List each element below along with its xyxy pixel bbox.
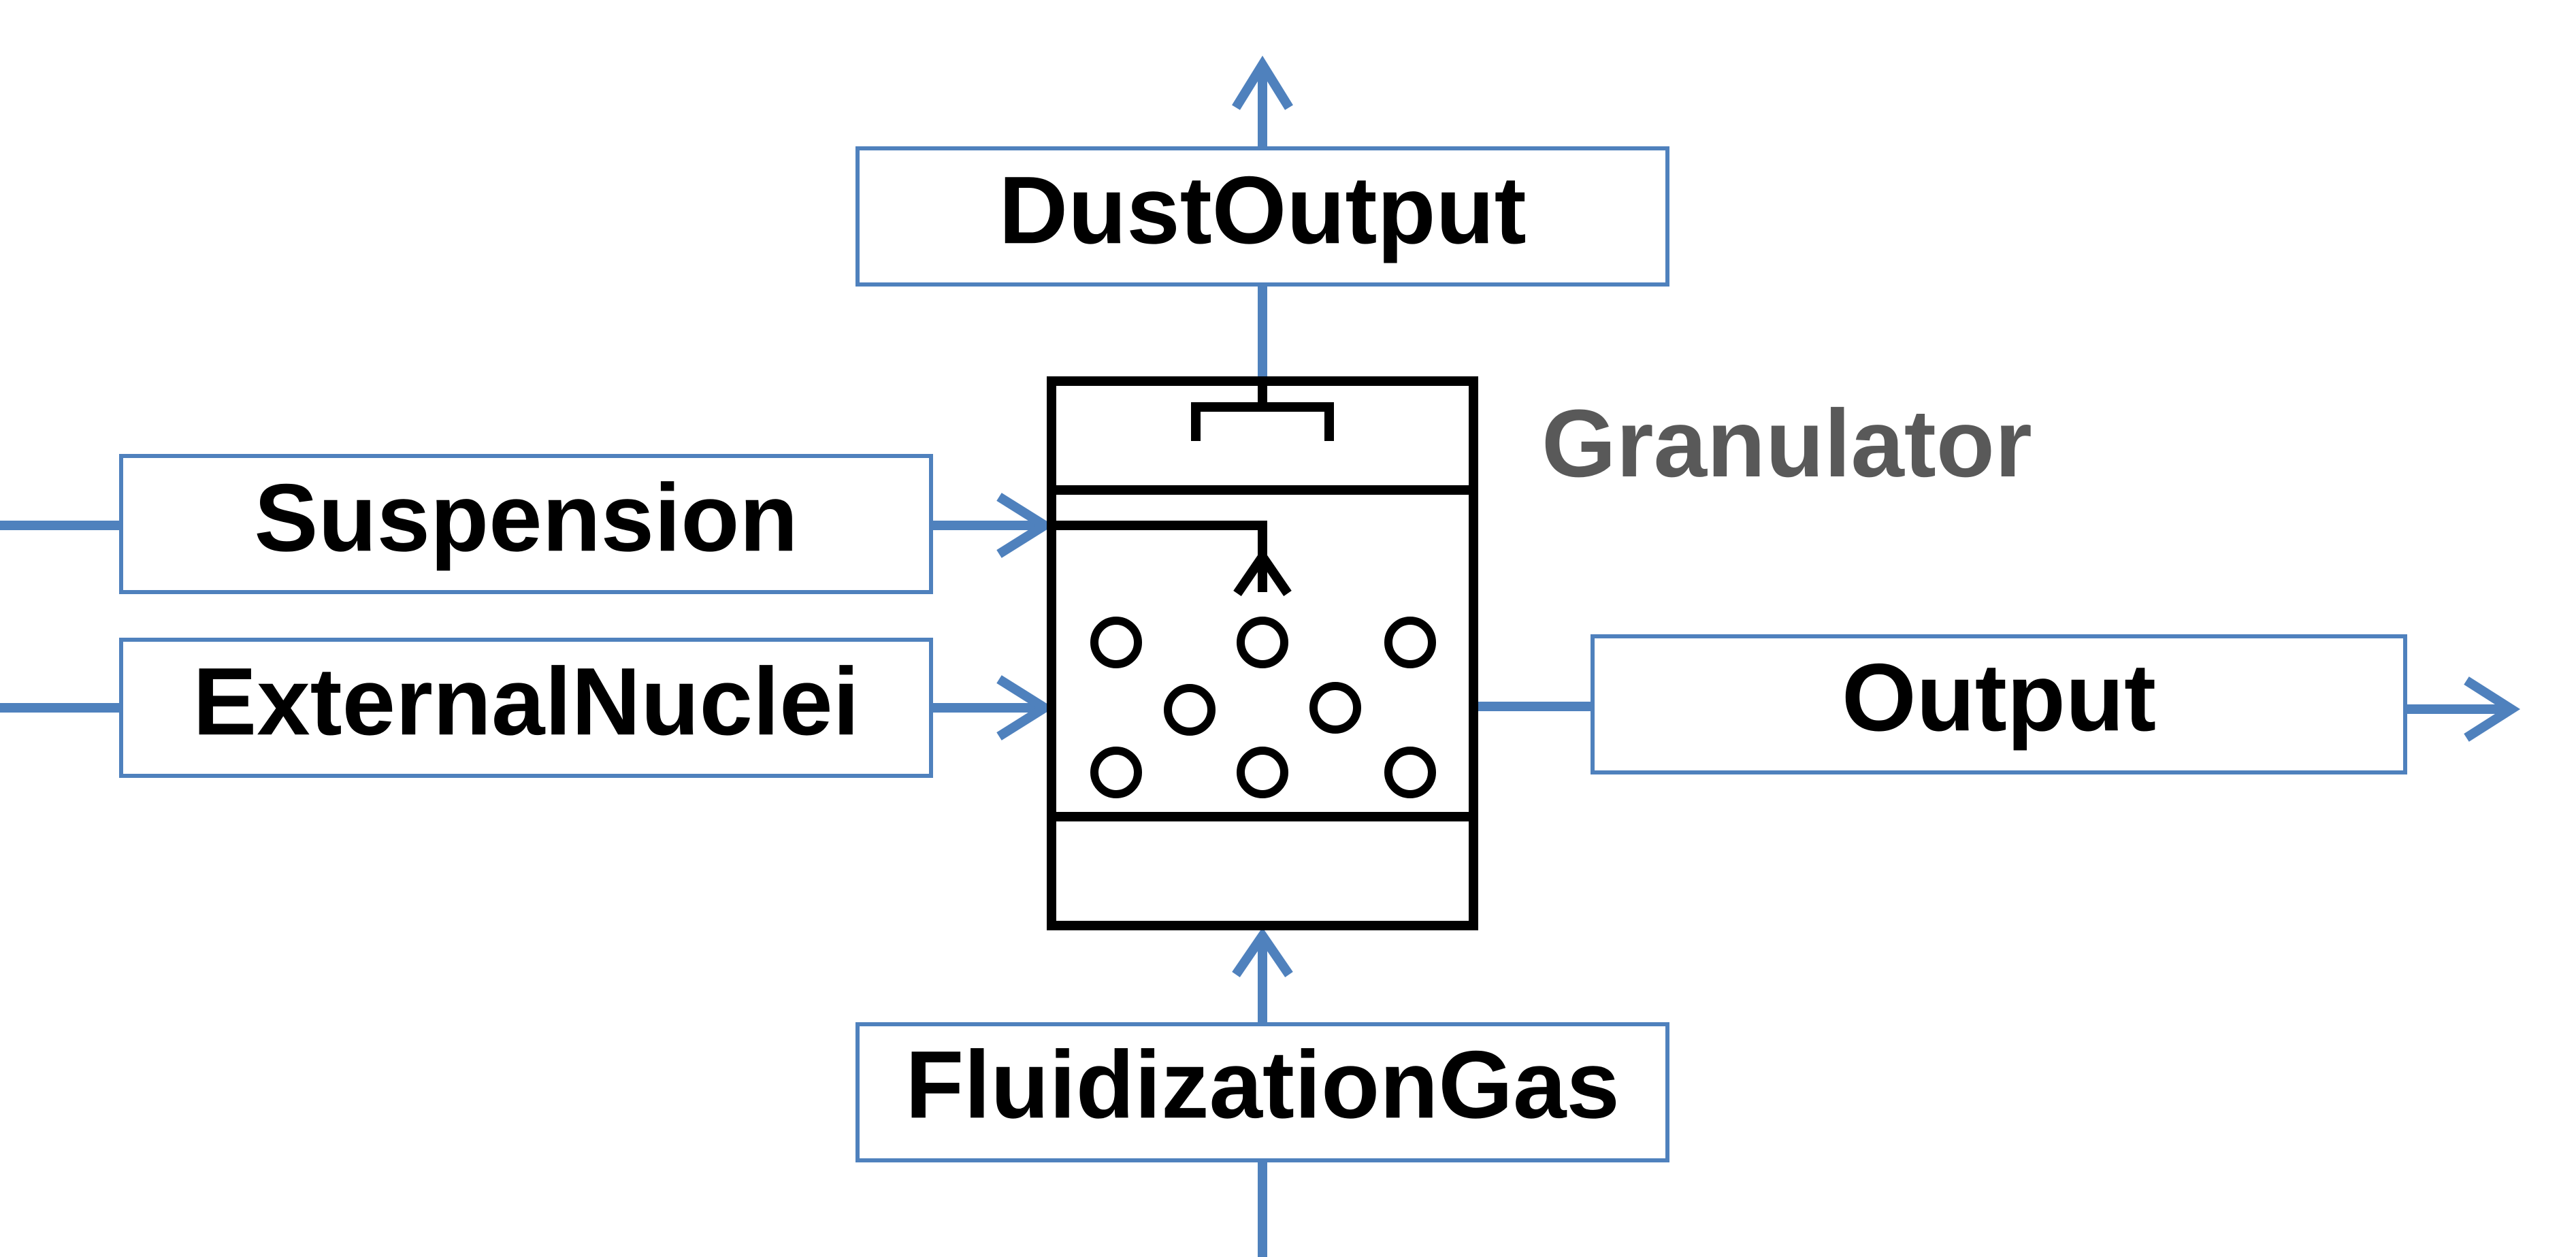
stream-lines — [0, 55, 2521, 1257]
spray-nozzle-head — [1233, 548, 1292, 596]
external-nuclei-box — [119, 638, 933, 778]
suspension-box — [119, 454, 933, 594]
particle — [1164, 684, 1216, 736]
suspension-arrowhead — [996, 493, 1054, 558]
fluidization-gas-arrowhead — [1232, 927, 1293, 977]
fluidized-bed-particles — [1090, 617, 1436, 798]
dust-collector-hood — [1191, 402, 1334, 441]
output-arrowhead — [2464, 676, 2521, 742]
external-nuclei-label: ExternalNuclei — [193, 647, 860, 755]
particle — [1309, 682, 1361, 734]
spray-nozzle-pipe — [1051, 521, 1267, 592]
fluidization-gas-box — [855, 1022, 1669, 1162]
particle — [1237, 747, 1288, 798]
output-label: Output — [1842, 643, 2156, 751]
particle — [1237, 617, 1288, 668]
external-nuclei-arrowhead — [996, 675, 1054, 740]
granulator-apparatus — [1047, 376, 1478, 930]
granulator-label: Granulator — [1542, 389, 2032, 497]
dust-output-box — [855, 146, 1669, 287]
suspension-label: Suspension — [254, 463, 798, 571]
output-box — [1591, 634, 2407, 774]
particle — [1090, 747, 1142, 798]
particle — [1384, 617, 1436, 668]
fluidization-gas-label: FluidizationGas — [905, 1030, 1620, 1138]
particle — [1090, 617, 1142, 668]
dust-output-label: DustOutput — [998, 156, 1526, 263]
dust-output-arrowhead — [1232, 55, 1293, 110]
granulator-vessel — [1047, 376, 1478, 930]
particle — [1384, 747, 1436, 798]
port-boxes — [119, 146, 2407, 1162]
